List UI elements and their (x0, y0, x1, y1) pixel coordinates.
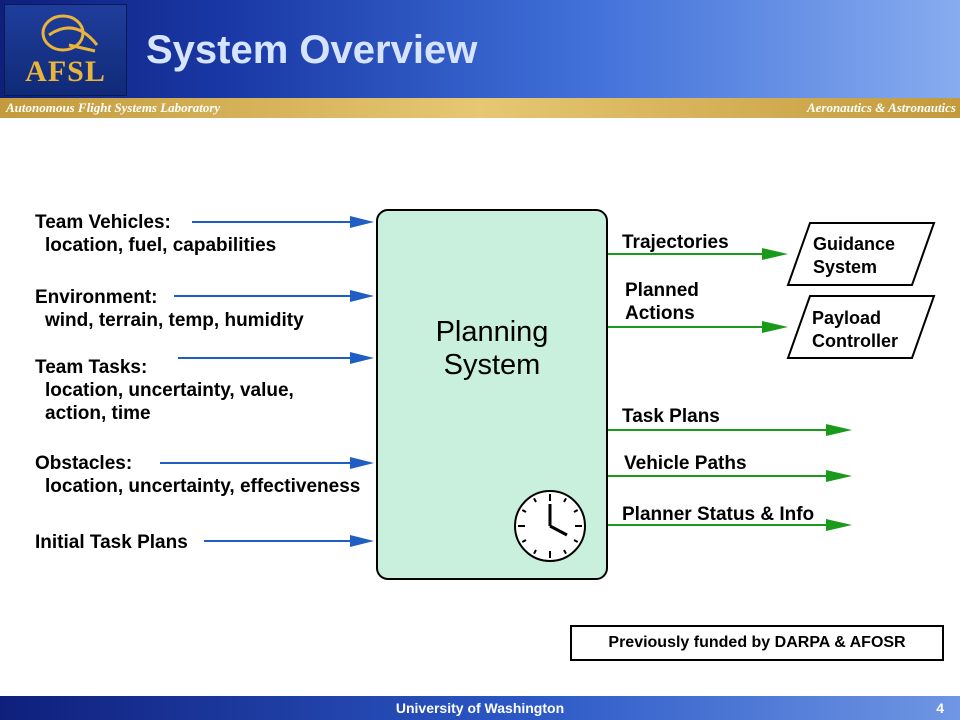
input-arrow-team-tasks (178, 352, 374, 364)
output-arrow-planned-actions (608, 321, 788, 333)
input-obstacles: Obstacles: location, uncertainty, effect… (35, 453, 361, 497)
payload-controller-box (786, 295, 936, 359)
logo-emblem-icon (41, 14, 99, 53)
payload-controller-label: Payload Controller (812, 308, 899, 351)
input-initial-task-plans: Initial Task Plans (35, 532, 188, 553)
input-arrow-team-vehicles (192, 216, 374, 228)
output-arrow-trajectories (608, 248, 788, 260)
output-planned-actions: Planned Actions (625, 280, 699, 324)
output-planner-status: Planner Status & Info (622, 504, 815, 525)
subtitle-bar (0, 98, 960, 118)
header-banner (0, 0, 960, 98)
afsl-logo: AFSL (4, 4, 127, 96)
input-arrow-obstacles (160, 457, 374, 469)
output-vehicle-paths: Vehicle Paths (624, 453, 747, 474)
clock-icon (514, 490, 586, 562)
slide-title: System Overview (146, 28, 478, 72)
output-task-plans: Task Plans (622, 406, 720, 427)
funding-note: Previously funded by DARPA & AFOSR (570, 625, 944, 661)
lab-name: Autonomous Flight Systems Laboratory (6, 100, 221, 115)
output-arrow-task-plans (608, 424, 852, 436)
logo-text: AFSL (25, 55, 106, 88)
input-team-vehicles: Team Vehicles: location, fuel, capabilit… (35, 212, 277, 256)
footer-institution: University of Washington (395, 700, 565, 716)
footer-bar (0, 696, 960, 720)
guidance-system-box (786, 222, 936, 286)
output-arrow-planner-status (608, 519, 852, 531)
output-trajectories: Trajectories (622, 232, 729, 253)
guidance-system-label: Guidance System (813, 234, 896, 277)
page-number: 4 (936, 700, 944, 716)
department-name: Aeronautics & Astronautics (806, 100, 956, 115)
output-arrow-vehicle-paths (608, 470, 852, 482)
planning-system-label: Planning System (435, 316, 549, 381)
input-environment: Environment: wind, terrain, temp, humidi… (35, 287, 304, 331)
input-arrow-environment (174, 290, 374, 302)
input-team-tasks: Team Tasks: location, uncertainty, value… (35, 357, 294, 424)
input-arrow-initial-task-plans (204, 535, 374, 547)
